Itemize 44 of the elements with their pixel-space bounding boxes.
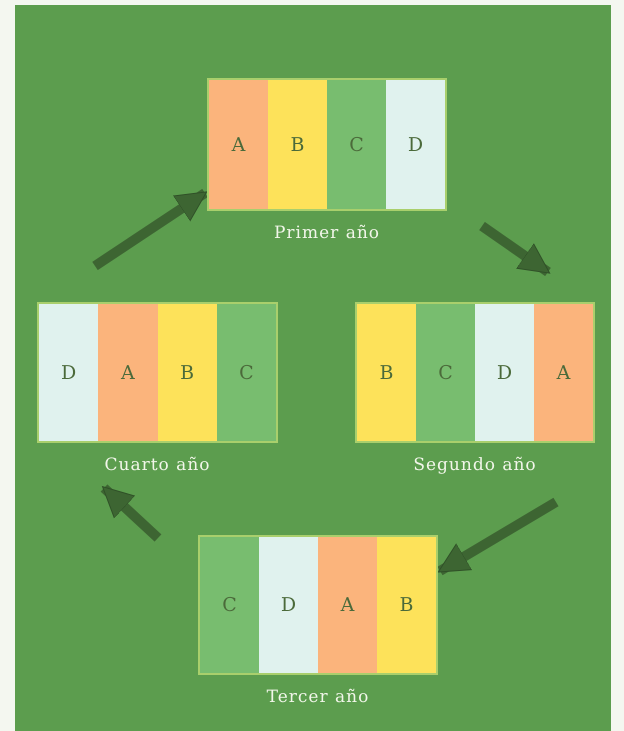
crop-plot — [207, 78, 447, 211]
crop-letter: D — [61, 362, 76, 384]
crop-letter: B — [380, 362, 394, 384]
crop-strip — [268, 80, 327, 209]
crop-letter: C — [438, 362, 453, 384]
year-caption: Segundo año — [413, 455, 537, 475]
arrow — [100, 484, 162, 542]
arrow — [479, 222, 551, 276]
crop-letter: D — [280, 594, 296, 616]
crop-strip — [259, 537, 318, 673]
crop-letter: D — [496, 362, 512, 384]
crop-strip — [209, 80, 268, 209]
crop-plot — [37, 302, 278, 443]
crop-letter: D — [408, 134, 424, 156]
crop-strip — [200, 537, 259, 673]
crop-strip — [386, 80, 445, 209]
crop-strip — [534, 304, 593, 441]
crop-letter: C — [239, 362, 254, 384]
crop-strip — [377, 537, 436, 673]
crop-plot — [198, 535, 438, 675]
crop-letter: A — [121, 362, 135, 384]
crop-plot — [355, 302, 595, 443]
crop-strip — [318, 537, 377, 673]
crop-strip — [98, 304, 158, 441]
crop-strip — [327, 80, 386, 209]
crop-letter: C — [349, 134, 364, 156]
crop-strip — [357, 304, 416, 441]
arrow — [92, 188, 208, 270]
crop-strip — [416, 304, 475, 441]
crop-letter: B — [400, 594, 414, 616]
crop-letter: B — [180, 362, 194, 384]
crop-letter: A — [556, 362, 570, 384]
year-caption: Cuarto año — [104, 455, 210, 475]
crop-strip — [158, 304, 217, 441]
crop-strip — [475, 304, 534, 441]
crop-letter: B — [290, 134, 304, 156]
crop-letter: A — [340, 594, 354, 616]
crop-strip — [39, 304, 98, 441]
year-caption: Tercer año — [266, 687, 370, 707]
crop-strip — [216, 304, 276, 441]
crop-letter: A — [232, 134, 246, 156]
year-caption: Primer año — [274, 223, 380, 243]
crop-letter: C — [222, 594, 237, 616]
arrow — [437, 498, 559, 576]
